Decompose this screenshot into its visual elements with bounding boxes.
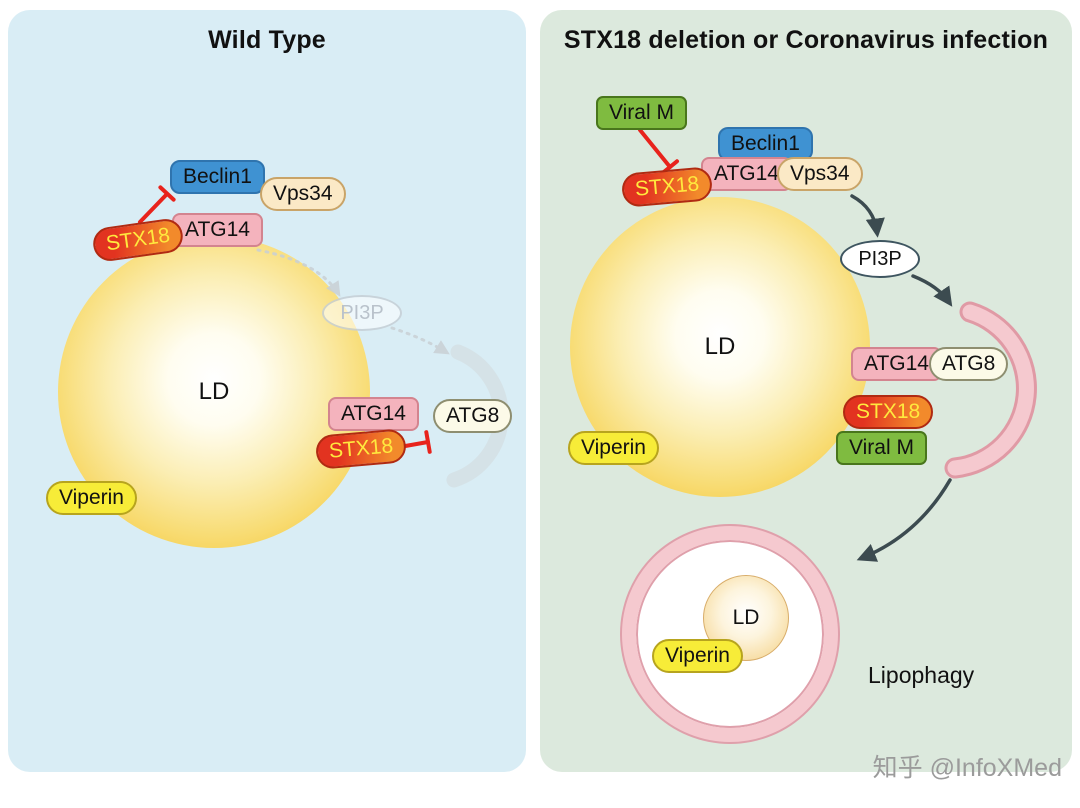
engulfed-ld-label: LD xyxy=(732,606,760,629)
phagophore-crescent-outline xyxy=(944,301,1037,479)
pi3p-label: PI3P xyxy=(840,240,920,278)
arrow-phagophore-to-autophagosome xyxy=(856,478,952,562)
dashed-arrow-pi3p-to-phagophore xyxy=(390,326,450,355)
viperin-label: Viperin xyxy=(46,481,137,516)
stx18-side-label: STX18 xyxy=(843,395,934,430)
atg14-side-label: ATG14 xyxy=(328,397,419,432)
atg14-top-label: ATG14 xyxy=(701,157,792,192)
atg14-side-label: ATG14 xyxy=(851,347,942,382)
beclin1-label: Beclin1 xyxy=(170,160,265,195)
arrow-pi3p-to-phagophore xyxy=(911,274,953,307)
viperin-label: Viperin xyxy=(568,431,659,466)
lipophagy-caption: Lipophagy xyxy=(868,662,975,688)
inhibition-tbar-stx18-beclin1 xyxy=(138,185,176,224)
beclin1-label: Beclin1 xyxy=(718,127,813,162)
viral-m-top-label: Viral M xyxy=(596,96,687,131)
lipid-droplet-label: LD xyxy=(198,378,230,405)
vps34-label: Vps34 xyxy=(777,157,863,192)
panel-wild-type: Wild Type LD Beclin1 Vps34 ATG1 xyxy=(8,10,526,772)
lipid-droplet-label: LD xyxy=(704,333,736,360)
phagophore-crescent xyxy=(947,304,1034,476)
stx18-side-label: STX18 xyxy=(314,428,408,471)
arrow-vps34-to-pi3p xyxy=(850,194,885,238)
atg14-top-label: ATG14 xyxy=(172,213,263,248)
atg8-label: ATG8 xyxy=(929,347,1009,382)
left-panel-title: Wild Type xyxy=(208,26,326,54)
viral-m-side-label: Viral M xyxy=(836,431,927,466)
pi3p-faded-label: PI3P xyxy=(322,295,402,331)
panel-stx18-deletion: STX18 deletion or Coronavirus infection … xyxy=(540,10,1072,772)
watermark: 知乎 @InfoXMed xyxy=(872,754,1062,782)
right-panel-title: STX18 deletion or Coronavirus infection xyxy=(563,26,1049,54)
viperin-engulfed-label: Viperin xyxy=(652,639,743,674)
inhibition-tbar-viralm-stx18 xyxy=(638,128,679,175)
atg8-label: ATG8 xyxy=(433,399,513,434)
vps34-label: Vps34 xyxy=(260,177,346,212)
